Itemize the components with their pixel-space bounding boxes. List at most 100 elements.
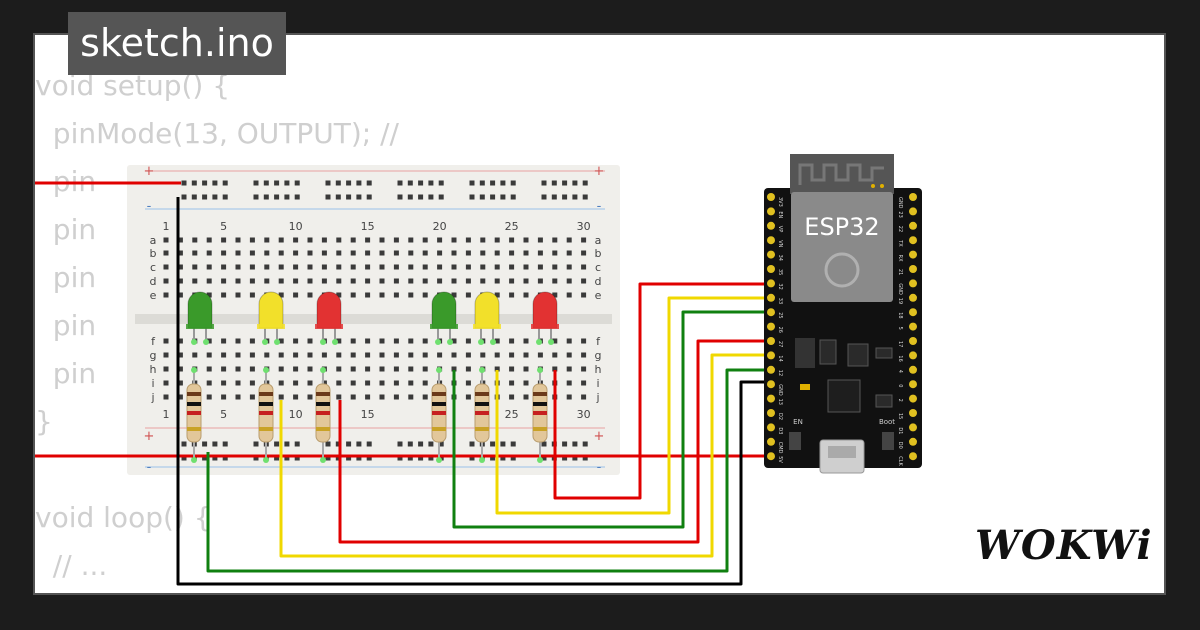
breadboard-hole — [336, 352, 342, 358]
resistor-pin-dot — [320, 457, 326, 463]
breadboard-hole — [365, 338, 371, 344]
resistor-band — [432, 392, 446, 396]
rail-hole — [510, 441, 516, 447]
led-base — [473, 324, 501, 329]
breadboard-hole — [408, 264, 414, 270]
rail-hole — [212, 194, 218, 200]
led-pin-dot — [320, 339, 326, 345]
wokwi-logo: WOKWi — [975, 522, 1153, 569]
esp32-antenna — [790, 154, 894, 194]
esp32-pin-label: GND — [777, 384, 783, 396]
breadboard-hole — [494, 352, 500, 358]
rail-hole — [551, 180, 557, 186]
esp32-pin-right — [909, 351, 917, 360]
breadboard-hole — [451, 292, 457, 298]
rail-hole — [582, 194, 588, 200]
esp32-pin-label: 35 — [777, 269, 783, 275]
resistor-pin-dot — [479, 457, 485, 463]
rail-hole — [202, 194, 208, 200]
breadboard-hole — [393, 394, 399, 400]
wire-led2-yellow — [279, 353, 770, 558]
breadboard-hole — [393, 380, 399, 386]
breadboard-hole — [566, 292, 572, 298]
resistor-band — [533, 402, 547, 406]
breadboard-hole — [552, 237, 558, 243]
breadboard-hole — [581, 250, 587, 256]
breadboard-hole — [206, 338, 212, 344]
breadboard-hole — [365, 278, 371, 284]
resistor-pin-dot — [537, 457, 543, 463]
rail-hole — [407, 441, 413, 447]
breadboard-hole — [249, 278, 255, 284]
rail-minus-label: - — [147, 199, 152, 214]
row-letter: a — [150, 234, 157, 247]
breadboard-hole — [235, 237, 241, 243]
breadboard-hole — [523, 366, 529, 372]
breadboard-hole — [379, 237, 385, 243]
breadboard-hole — [177, 380, 183, 386]
esp32-pin-left — [767, 293, 775, 302]
breadboard-hole — [509, 366, 515, 372]
breadboard-hole — [163, 292, 169, 298]
breadboard-hole — [350, 352, 356, 358]
breadboard-hole — [278, 352, 284, 358]
rail-hole — [294, 194, 300, 200]
breadboard-hole — [350, 278, 356, 284]
resistor — [258, 367, 274, 463]
row-letter: i — [151, 377, 154, 390]
breadboard-hole — [480, 250, 486, 256]
breadboard-hole — [307, 338, 313, 344]
row-letter: c — [595, 261, 601, 274]
breadboard-hole — [278, 338, 284, 344]
rail-hole — [274, 180, 280, 186]
esp32-pin-left — [767, 394, 775, 403]
file-tab[interactable]: sketch.ino — [68, 12, 286, 75]
rail-plus-label: + — [594, 164, 605, 179]
esp32-pin-label: 34 — [777, 255, 783, 261]
breadboard-hole — [509, 380, 515, 386]
breadboard-hole — [235, 394, 241, 400]
breadboard-hole — [249, 264, 255, 270]
resistor — [315, 367, 331, 463]
breadboard-hole — [494, 366, 500, 372]
breadboard-hole — [221, 352, 227, 358]
rail-hole — [500, 455, 506, 461]
breadboard-hole — [509, 338, 515, 344]
breadboard-hole — [408, 352, 414, 358]
row-letter: h — [595, 363, 602, 376]
esp32-pin-left — [767, 380, 775, 389]
row-letter: f — [596, 335, 601, 348]
smd-part — [875, 394, 893, 408]
rail-hole — [222, 180, 228, 186]
breadboard-hole — [192, 264, 198, 270]
breadboard-hole — [408, 338, 414, 344]
rail-hole — [397, 194, 403, 200]
code-line: pinMode(13, OUTPUT); // — [35, 117, 399, 150]
resistor-band — [187, 392, 201, 396]
breadboard-hole — [465, 292, 471, 298]
breadboard-hole — [350, 366, 356, 372]
wire-ground — [176, 197, 770, 586]
resistor-band — [187, 427, 201, 431]
ic-chip — [847, 343, 869, 367]
rail-hole — [202, 441, 208, 447]
code-line: pin — [35, 213, 97, 246]
breadboard-hole — [566, 250, 572, 256]
wire-led4-green — [452, 310, 770, 529]
breadboard-hole — [581, 380, 587, 386]
breadboard-hole — [379, 250, 385, 256]
boot-button-label: Boot — [879, 418, 895, 426]
resistor-band — [259, 411, 273, 415]
breadboard-hole — [336, 292, 342, 298]
rail-hole — [366, 180, 372, 186]
breadboard-hole — [249, 352, 255, 358]
esp32-board: ESP323V3ENVPVN343532332526271412GND13D2D… — [764, 154, 922, 474]
esp32-pin-right — [909, 265, 917, 273]
rail-hole — [541, 455, 547, 461]
breadboard-hole — [408, 278, 414, 284]
esp32-pin-label: 27 — [777, 341, 783, 347]
usb-uart-chip — [827, 379, 861, 413]
breadboard-hole — [177, 338, 183, 344]
breadboard-hole — [465, 264, 471, 270]
rail-hole — [397, 180, 403, 186]
